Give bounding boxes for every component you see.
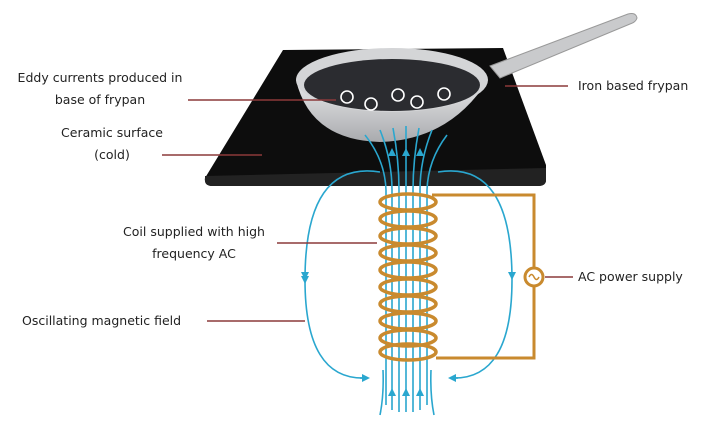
label-eddy-line1: Eddy currents produced in [17,70,183,85]
label-power-supply: AC power supply [578,269,683,284]
label-magnetic-field: Oscillating magnetic field [22,313,182,328]
label-coil-line1: Coil supplied with high [123,224,265,239]
frypan [296,13,638,142]
ac-source-icon [523,266,545,288]
label-frypan: Iron based frypan [578,78,689,93]
label-coil-line2: frequency AC [152,246,236,261]
label-coil: Coil supplied with high frequency AC [123,221,265,265]
label-eddy-currents: Eddy currents produced in base of frypan [18,67,183,111]
coil [378,192,536,362]
leader-lines [162,85,573,322]
eddy-current-icon [340,87,451,111]
label-ceramic-surface: Ceramic surface (cold) [61,122,163,166]
label-ceramic-line1: Ceramic surface [61,125,163,140]
label-ceramic-line2: (cold) [94,147,130,162]
label-eddy-line2: base of frypan [54,92,146,107]
